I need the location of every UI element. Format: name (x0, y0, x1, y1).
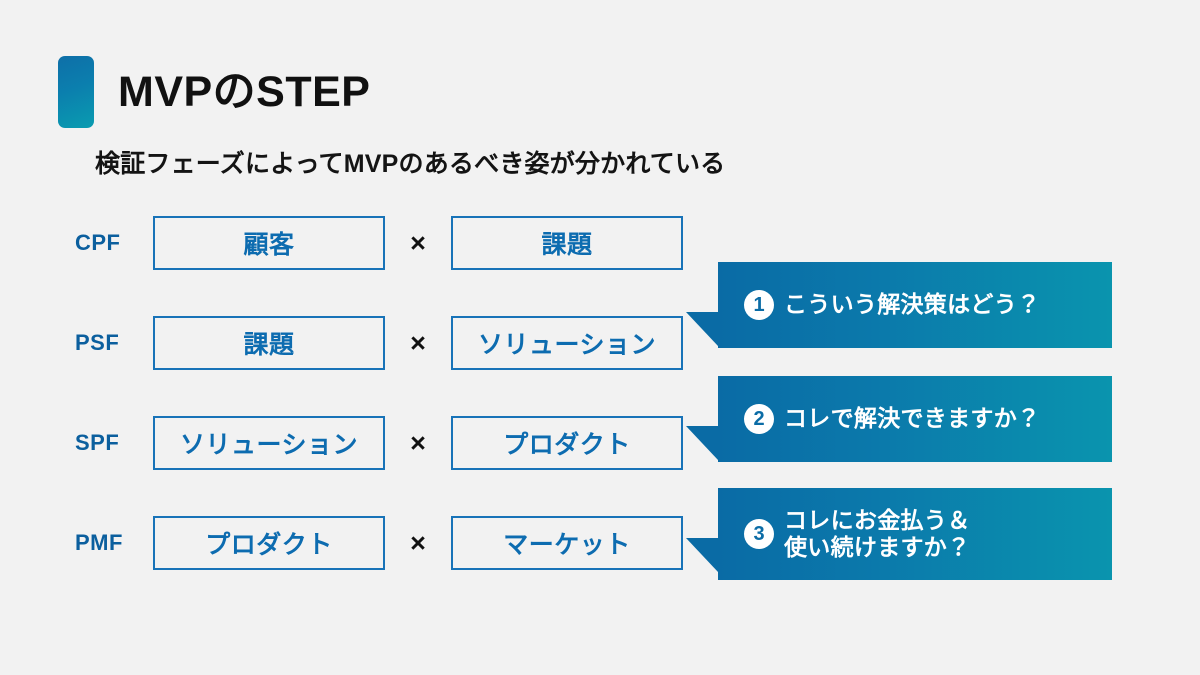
phase-row-psf: PSF 課題 × ソリューション (75, 314, 715, 372)
multiply-icon: × (410, 527, 426, 558)
phase-row-spf: SPF ソリューション × プロダクト (75, 414, 715, 472)
callout-text-3: コレにお金払う＆ 使い続けますか？ (784, 506, 971, 560)
phase-label-cpf: CPF (75, 230, 121, 255)
multiply-icon: × (410, 227, 426, 258)
phase-cell-cpf-left: 顧客 (153, 216, 385, 270)
callout-pointer-icon (686, 312, 718, 346)
callout-number-1: 1 (744, 290, 774, 320)
multiply-icon: × (410, 427, 426, 458)
slide-title-row: MVPのSTEP (58, 56, 371, 128)
phase-row-cpf: CPF 顧客 × 課題 (75, 214, 715, 272)
callout-pointer-icon (686, 538, 718, 572)
callout-banner-1: 1 こういう解決策はどう？ (686, 262, 1112, 348)
phase-cell-psf-left: 課題 (153, 316, 385, 370)
phase-cell-pmf-right: マーケット (451, 516, 683, 570)
phase-cell-spf-left: ソリューション (153, 416, 385, 470)
callout-pointer-icon (686, 426, 718, 460)
phase-label-spf: SPF (75, 430, 120, 455)
callout-text-1: こういう解決策はどう？ (784, 291, 1041, 318)
phase-label-pmf: PMF (75, 530, 123, 555)
phase-cell-psf-right: ソリューション (451, 316, 683, 370)
callout-number-2: 2 (744, 404, 774, 434)
callout-banner-2: 2 コレで解決できますか？ (686, 376, 1112, 462)
phase-row-pmf: PMF プロダクト × マーケット (75, 514, 715, 572)
page-title: MVPのSTEP (118, 67, 371, 116)
multiply-icon: × (410, 327, 426, 358)
phase-cell-pmf-left: プロダクト (153, 516, 385, 570)
callout-banner-3: 3 コレにお金払う＆ 使い続けますか？ (686, 488, 1112, 580)
slide-subtitle: 検証フェーズによってMVPのあるべき姿が分かれている (95, 150, 726, 178)
phase-label-psf: PSF (75, 330, 120, 355)
callout-number-3: 3 (744, 519, 774, 549)
callout-text-2: コレで解決できますか？ (784, 405, 1041, 432)
phase-cell-spf-right: プロダクト (451, 416, 683, 470)
phase-cell-cpf-right: 課題 (451, 216, 683, 270)
title-accent-bar (58, 56, 94, 128)
